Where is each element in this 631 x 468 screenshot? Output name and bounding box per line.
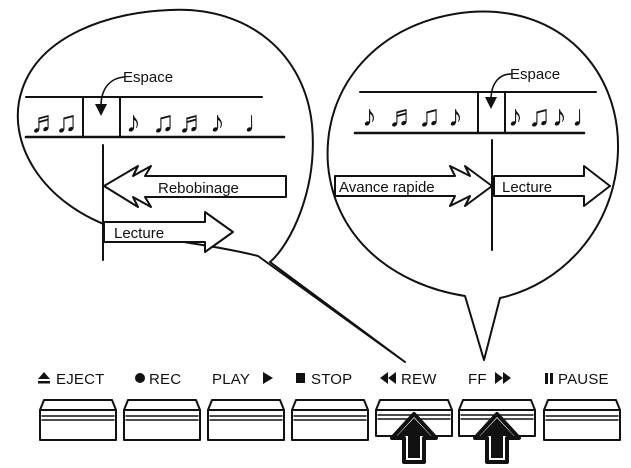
left-play-hollow-arrow	[103, 211, 234, 253]
rewind-arrow-label: Rebobinage	[158, 180, 239, 197]
left-gap-pointer	[100, 76, 125, 105]
ff-press-arrow-icon	[473, 412, 521, 464]
right-gap-pointer	[490, 73, 512, 98]
eject-label: EJECT	[56, 371, 105, 388]
left-gap-label: Espace	[123, 69, 173, 86]
left-note-5: ♬	[178, 106, 208, 139]
pause-button[interactable]	[543, 399, 621, 441]
right-note-1: ♪	[362, 100, 377, 133]
left-note-1: ♬	[30, 106, 60, 139]
rewind-hollow-arrow	[103, 165, 287, 208]
left-note-4: ♫	[152, 106, 175, 139]
stop-button[interactable]	[291, 399, 369, 441]
eject-icon	[38, 372, 50, 384]
right-note-5: ♪	[508, 100, 523, 133]
right-gap-label: Espace	[510, 66, 560, 83]
record-dot-icon	[135, 373, 145, 383]
right-note-4: ♪	[448, 100, 463, 133]
play-triangle-icon	[263, 372, 273, 384]
rew-press-arrow-icon	[390, 412, 438, 464]
play-button[interactable]	[207, 399, 285, 441]
play-label: PLAY	[212, 371, 250, 388]
fast-forward-icon	[495, 372, 511, 384]
pause-icon	[545, 373, 553, 384]
ff-label: FF	[468, 371, 487, 388]
ff-hollow-arrow	[334, 165, 493, 207]
pause-label: PAUSE	[558, 371, 609, 388]
right-note-8: ♩	[572, 100, 602, 133]
rec-button[interactable]	[123, 399, 201, 441]
left-play-arrow-label: Lecture	[114, 225, 164, 242]
stop-square-icon	[296, 373, 305, 383]
left-note-7: ♩	[244, 106, 274, 139]
rewind-icon	[380, 372, 396, 384]
right-play-hollow-arrow	[493, 165, 611, 207]
left-note-2: ♫	[55, 106, 78, 139]
ff-arrow-label: Avance rapide	[339, 179, 435, 196]
left-note-3: ♪	[126, 106, 141, 139]
stop-label: STOP	[311, 371, 352, 388]
right-note-7: ♪	[552, 100, 567, 133]
right-note-2: ♬	[388, 100, 418, 133]
rew-label: REW	[401, 371, 437, 388]
left-gap-arrowhead-icon	[95, 104, 107, 116]
rec-label: REC	[149, 371, 181, 388]
left-note-6: ♪	[210, 106, 225, 139]
right-play-arrow-label: Lecture	[502, 179, 552, 196]
right-gap-arrowhead-icon	[485, 97, 497, 109]
right-note-3: ♫	[418, 100, 441, 133]
right-note-6: ♫	[528, 100, 551, 133]
eject-button[interactable]	[39, 399, 117, 441]
